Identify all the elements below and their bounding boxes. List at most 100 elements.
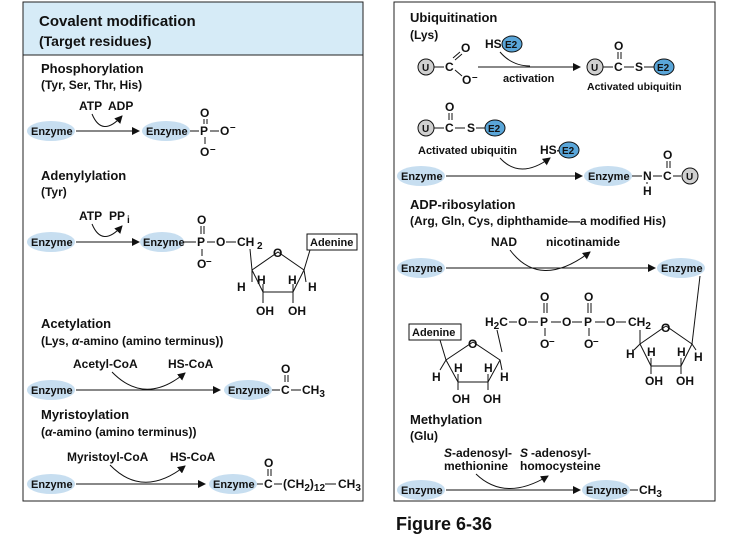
aden-pp: PP: [109, 209, 125, 223]
myristoylation-residues: (α-amino (amino terminus)): [41, 425, 196, 439]
ubi-c-4: C: [663, 169, 672, 183]
aden-pp-sub: i: [127, 215, 130, 226]
meth-curved-arrow: [475, 473, 549, 489]
enzyme-label: Enzyme: [228, 385, 270, 397]
phos-minus: –: [230, 122, 236, 133]
myr-o: O: [264, 456, 273, 470]
myr-chain: (CH2)12: [283, 477, 325, 494]
enzyme-label: Enzyme: [661, 263, 703, 275]
enzyme-label: Enzyme: [213, 479, 255, 491]
ubi-e2-node-4: [558, 141, 580, 159]
ubi-u-4: U: [686, 172, 693, 183]
phos-o-top: O: [200, 106, 209, 120]
aden-ch2-sub: 2: [257, 241, 263, 252]
meth-sah-line2: homocysteine: [520, 459, 601, 473]
adp-p2: P: [584, 315, 592, 329]
figure-caption: Figure 6-36: [396, 514, 493, 534]
ubi-u-2: U: [591, 63, 598, 74]
aden-ribose-ring: [249, 248, 305, 293]
adenylylation-residues: (Tyr): [41, 185, 67, 199]
aden-h2: H: [257, 273, 266, 287]
adp-rh3: H: [677, 345, 686, 359]
ubi-e2: E2: [505, 40, 518, 51]
enzyme-node: Enzyme: [397, 480, 445, 500]
myr-hscoa: HS-CoA: [170, 450, 216, 464]
ubi-nh: H: [643, 184, 652, 198]
meth-ch3: CH3: [639, 483, 662, 500]
enzyme-node: Enzyme: [27, 380, 75, 400]
adp-o3: O: [606, 315, 615, 329]
ubi-c: C: [445, 60, 454, 74]
adp-ring-o-right: O: [661, 321, 670, 335]
header-title: Covalent modification: [39, 13, 196, 30]
phos-curved-arrow: [91, 113, 123, 127]
enzyme-node: Enzyme: [584, 166, 632, 186]
ubi-s-3: S: [467, 121, 475, 135]
adp-o2: O: [562, 315, 571, 329]
enzyme-node: Enzyme: [397, 258, 445, 278]
adp-loh2: OH: [483, 392, 501, 406]
adp-p1-o-bottom: O: [540, 337, 549, 351]
ubi-activation: activation: [503, 73, 555, 85]
phosphorylation-title: Phosphorylation: [41, 61, 144, 76]
myr-myristoylcoa: Myristoyl-CoA: [67, 450, 149, 464]
adp-nad: NAD: [491, 235, 517, 249]
enzyme-label: Enzyme: [401, 171, 443, 183]
meth-sam-line2: methionine: [444, 459, 508, 473]
adp-p2-o-top: O: [584, 290, 593, 304]
aden-h1: H: [237, 280, 246, 294]
ubi-hs: HS-: [485, 37, 506, 51]
enzyme-node: Enzyme: [582, 480, 630, 500]
aden-oh2: OH: [288, 304, 306, 318]
adp-h2c: H2C: [485, 315, 508, 332]
enzyme-label: Enzyme: [143, 237, 185, 249]
ubi-o-bottom: O: [462, 73, 471, 87]
ubi-e2-node-3: [484, 119, 506, 137]
adp-lh2: H: [454, 361, 463, 375]
ubi-e2-node: [501, 35, 523, 53]
phos-o-bottom: O: [200, 145, 209, 159]
aden-adenine-label: Adenine: [310, 237, 353, 249]
enzyme-label: Enzyme: [31, 479, 73, 491]
ubi-u-circle-4: [681, 167, 699, 185]
adp-roh2: OH: [676, 374, 694, 388]
ubi-e2-node-2: [653, 58, 675, 76]
myr-c: C: [264, 477, 273, 491]
adp-ribosylation-title: ADP-ribosylation: [410, 197, 516, 212]
adp-ch2: CH2: [628, 315, 651, 332]
acet-hscoa: HS-CoA: [168, 357, 214, 371]
aden-ch2: CH: [237, 235, 254, 249]
ubi-u-3: U: [422, 124, 429, 135]
phos-minus-2: –: [210, 144, 216, 155]
enzyme-node: Enzyme: [142, 121, 190, 141]
ubi-e2-4: E2: [562, 146, 575, 157]
acet-acetylcoa: Acetyl-CoA: [73, 357, 138, 371]
ubi-o-top: O: [461, 41, 470, 55]
enzyme-label: Enzyme: [31, 385, 73, 397]
ubi-o-4: O: [663, 148, 672, 162]
header-subtitle: (Target residues): [39, 33, 152, 49]
ubi-u: U: [422, 63, 429, 74]
acet-ch3: CH3: [302, 383, 325, 400]
ubi-hs-2: HS-: [540, 143, 561, 157]
aden-minus: –: [206, 256, 212, 267]
aden-ring-o: O: [273, 246, 282, 260]
adp-p1-o-top: O: [540, 290, 549, 304]
aden-oh1: OH: [256, 304, 274, 318]
adp-p1-minus: –: [549, 336, 555, 347]
ubi-s: S: [635, 60, 643, 74]
adp-nicotinamide: nicotinamide: [546, 235, 620, 249]
enzyme-label: Enzyme: [31, 237, 73, 249]
aden-o-ester: O: [216, 235, 225, 249]
adp-lh3: H: [484, 361, 493, 375]
phos-adp: ADP: [108, 99, 133, 113]
aden-atp: ATP: [79, 209, 102, 223]
adp-rh1: H: [626, 347, 635, 361]
adp-lh4: H: [500, 370, 509, 384]
ubi-c-3: C: [445, 121, 454, 135]
phosphorylation-residues: (Tyr, Ser, Thr, His): [41, 78, 142, 92]
adp-adenine-label: Adenine: [412, 327, 455, 339]
phos-atp: ATP: [79, 99, 102, 113]
adp-p2-o-bottom: O: [584, 337, 593, 351]
